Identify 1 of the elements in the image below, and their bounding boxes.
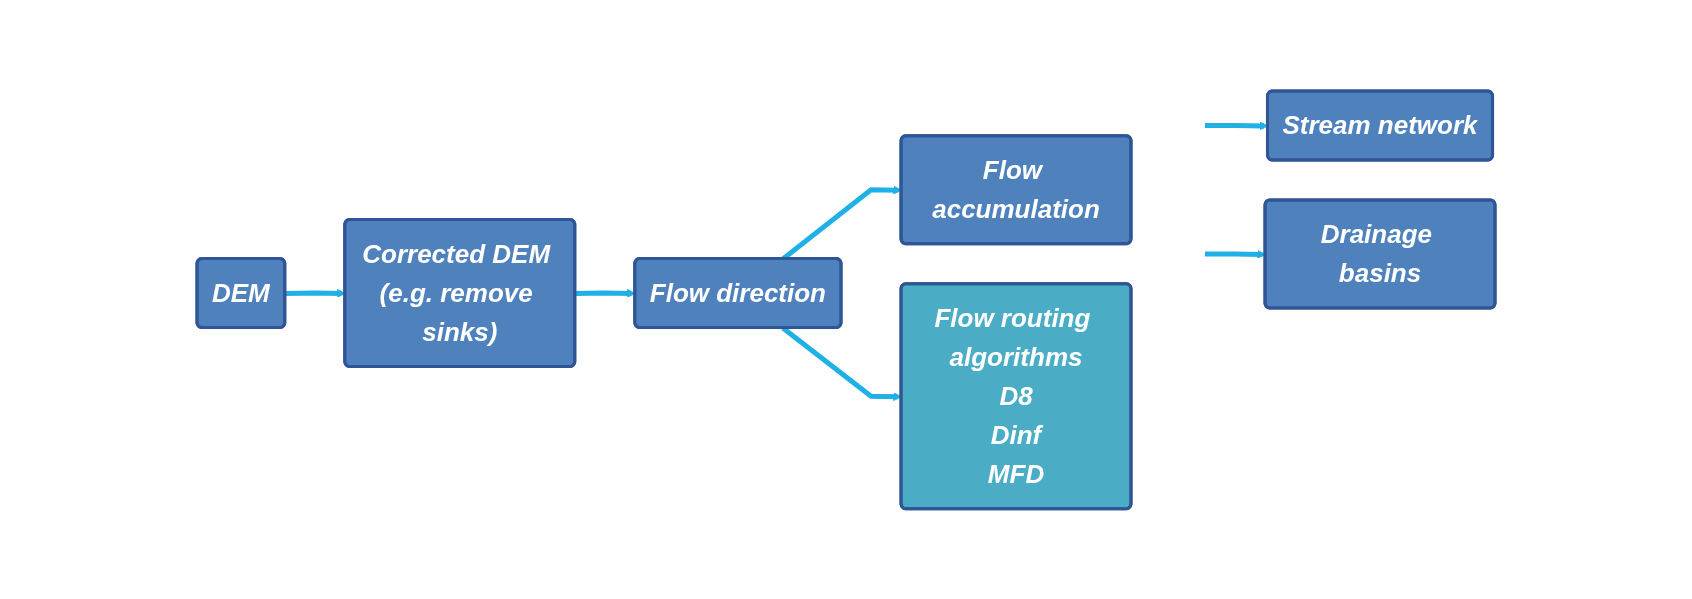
- arrow: [1205, 249, 1266, 259]
